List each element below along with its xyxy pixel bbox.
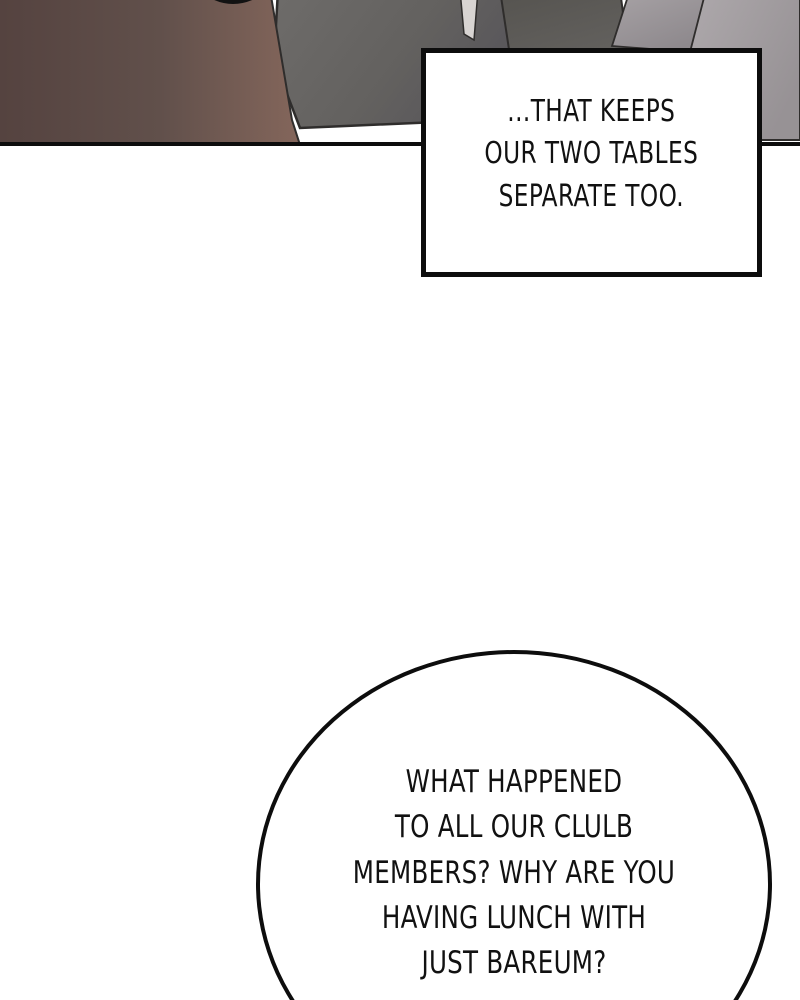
panel-divider-line: [0, 142, 800, 146]
shape-pale-sliver: [460, 0, 478, 42]
speech-bubble-oval-text: WHAT HAPPENED TO ALL OUR CLULB MEMBERS? …: [352, 764, 676, 981]
shape-black-cap: [214, 0, 252, 4]
shape-brown-figure: [0, 0, 302, 146]
speech-box-rectangle-text: ...THAT KEEPS OUR TWO TABLES SEPARATE TO…: [484, 93, 699, 214]
speech-box-rectangle: ...THAT KEEPS OUR TWO TABLES SEPARATE TO…: [421, 48, 762, 277]
shape-gray-diagonal: [610, 0, 705, 53]
